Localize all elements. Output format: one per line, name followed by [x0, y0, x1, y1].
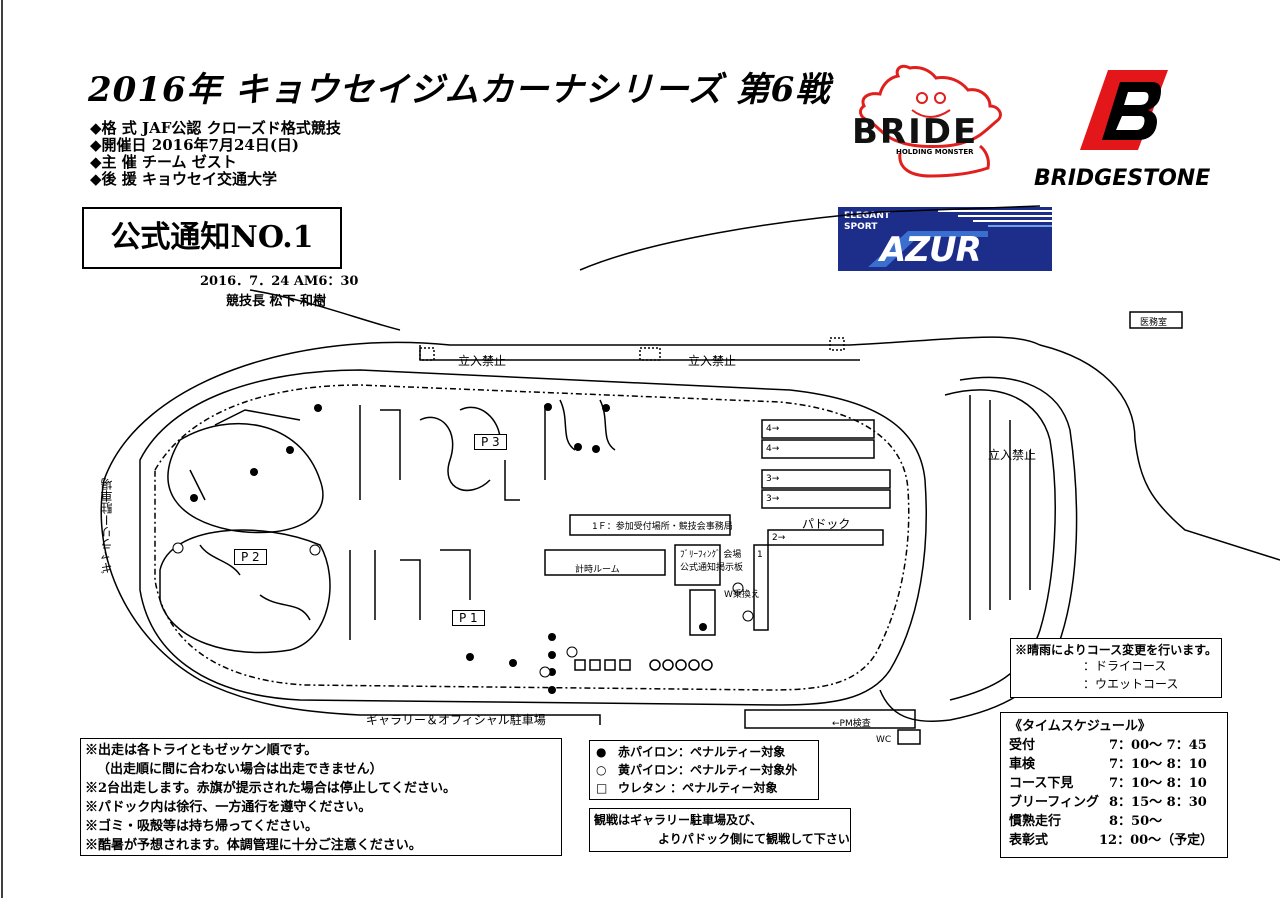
info-date: ◆開催日 2016年7月24日(日): [90, 136, 300, 154]
info-format: ◆格 式 JAF公認 クローズド格式競技: [90, 119, 341, 137]
briefing-label: ﾌﾞﾘｰﾌｨﾝｸﾞ 会場: [680, 550, 742, 560]
schedule-time: 8：15～ 8：30: [1109, 795, 1207, 810]
lane-label: 3→: [766, 474, 780, 484]
legend-yellow-pylon: 黄パイロン：ペナルティー対象外: [618, 763, 798, 777]
schedule-label: 慣熟走行: [1009, 814, 1062, 829]
azur-tag-line-1: ELEGANT: [844, 211, 891, 221]
schedule-row: 受付 7：00～ 7：45: [1009, 736, 1219, 755]
spectate-line-2: よりパドック側にて観戦して下さい: [658, 832, 850, 846]
schedule-label: 受付: [1009, 738, 1036, 753]
azur-tag-line-2: SPORT: [844, 222, 878, 232]
rule-item: ※酷暑が予想されます。体調管理に十分ご注意ください。: [85, 838, 422, 853]
schedule-label: コース下見: [1009, 776, 1074, 791]
rule-item: （出走順に間に合わない場合は出走できません）: [97, 762, 383, 777]
bride-logo-sub: HOLDING MONSTER: [896, 148, 974, 156]
schedule-row: コース下見 7：10～ 8：10: [1009, 774, 1219, 793]
pm-inspection-label: ←PM検査: [832, 719, 871, 729]
rule-item: ※出走は各トライともゼッケン順です。: [85, 743, 318, 758]
schedule-row: ブリーフィング 8：15～ 8：30: [1009, 793, 1219, 812]
bride-logo-text: BRIDE: [852, 112, 979, 152]
wc-label: WC: [876, 735, 892, 745]
azur-logo-text: AZUR: [880, 230, 982, 270]
rule-item: ※パドック内は徐行、一方通行を遵守ください。: [85, 800, 372, 815]
rule-item: ※ゴミ・吸殻等は持ち帰ってください。: [85, 819, 318, 834]
schedule-label: ブリーフィング: [1009, 795, 1099, 810]
timing-room-label: 計時ルーム: [575, 565, 620, 575]
legend-urethane: ウレタン ：ペナルティー対象: [618, 781, 778, 795]
page-title: 2016年 キョウセイジムカーナシリーズ 第6戦: [88, 70, 831, 110]
schedule-time: 12：00～（予定）: [1099, 833, 1214, 848]
yellow-pylon-icon: ○: [596, 763, 607, 777]
no-entry-label-1: 立入禁止: [458, 354, 507, 368]
notice-title: 公式通知NO.1: [82, 207, 342, 269]
schedule-time: 7：00～ 7：45: [1109, 738, 1207, 753]
notice-board-label: 公式通知掲示板: [680, 563, 744, 573]
weather-note-title: ※晴雨によりコース変更を行います。: [1015, 643, 1217, 657]
lane-label: 1: [757, 550, 763, 560]
lane-label: 2→: [772, 533, 786, 543]
weather-note-box: ※晴雨によりコース変更を行います。 ：ドライコース ：ウエットコース: [1010, 638, 1222, 698]
no-entry-label-3: 立入禁止: [988, 448, 1037, 462]
urethane-icon: □: [596, 781, 608, 795]
gallery-parking-label: ギャラリー駐車場: [100, 478, 114, 574]
schedule-row: 表彰式 12：00～（予定）: [1009, 831, 1219, 850]
bridgestone-b-logo: [1080, 70, 1168, 150]
wet-course-label: ：ウエットコース: [1083, 677, 1179, 691]
schedule-time: 7：10～ 8：10: [1109, 776, 1207, 791]
area-p3-label: P 3: [474, 434, 507, 450]
spectate-line-1: 観戦はギャラリー駐車場及び、: [594, 813, 763, 827]
notice-director: 競技長 松下 和樹: [226, 294, 327, 309]
paddock-label: パドック: [802, 517, 851, 531]
lane-label: 4→: [766, 424, 780, 434]
area-p2-label: P 2: [234, 549, 267, 565]
azur-logo: ELEGANT SPORT: [838, 207, 1052, 271]
reception-label: 1Ｆ：参加受付場所・競技会事務局: [592, 522, 733, 532]
schedule-time: 8：50～: [1109, 814, 1163, 829]
bridgestone-logo-text: BRIDGESTONE: [1034, 166, 1211, 191]
schedule-time: 7：10～ 8：10: [1109, 757, 1207, 772]
info-support: ◆後 援 キョウセイ交通大学: [90, 170, 277, 188]
schedule-title: 《タイムスケジュール》: [1009, 719, 1151, 734]
rule-item: ※2台出走します。赤旗が提示された場合は停止してください。: [85, 781, 456, 796]
rules-box: ※出走は各トライともゼッケン順です。 （出走順に間に合わない場合は出走できません…: [80, 738, 562, 856]
no-entry-label-2: 立入禁止: [688, 354, 737, 368]
bride-mascot-logo: [859, 64, 1002, 178]
time-schedule-box: 《タイムスケジュール》 受付 7：00～ 7：45 車検 7：10～ 8：10 コー…: [1000, 712, 1228, 858]
driver-change-label: W乗換え: [724, 590, 760, 600]
medical-room-label: 医務室: [1140, 318, 1168, 328]
legend-red-pylon: 赤パイロン：ペナルティー対象: [618, 745, 786, 759]
info-organizer: ◆主 催 チーム ゼスト: [90, 153, 237, 171]
schedule-row: 車検 7：10～ 8：10: [1009, 755, 1219, 774]
lane-label: 3→: [766, 494, 780, 504]
schedule-label: 表彰式: [1009, 833, 1049, 848]
area-p1-label: P 1: [452, 610, 485, 626]
pylon-legend-box: ● 赤パイロン：ペナルティー対象 ○ 黄パイロン：ペナルティー対象外 □ ウレタ…: [589, 740, 819, 800]
spectate-note-box: 観戦はギャラリー駐車場及び、 よりパドック側にて観戦して下さい: [589, 808, 851, 852]
schedule-row: 慣熟走行 8：50～: [1009, 812, 1219, 831]
red-pylon-icon: ●: [596, 745, 607, 759]
gallery-official-parking-label: ギャラリー＆オフィシャル駐車場: [366, 713, 546, 727]
dry-course-label: ：ドライコース: [1083, 659, 1167, 673]
schedule-label: 車検: [1009, 757, 1036, 772]
notice-date: 2016．7．24 AM6：30: [200, 274, 359, 289]
lane-label: 4→: [766, 444, 780, 454]
